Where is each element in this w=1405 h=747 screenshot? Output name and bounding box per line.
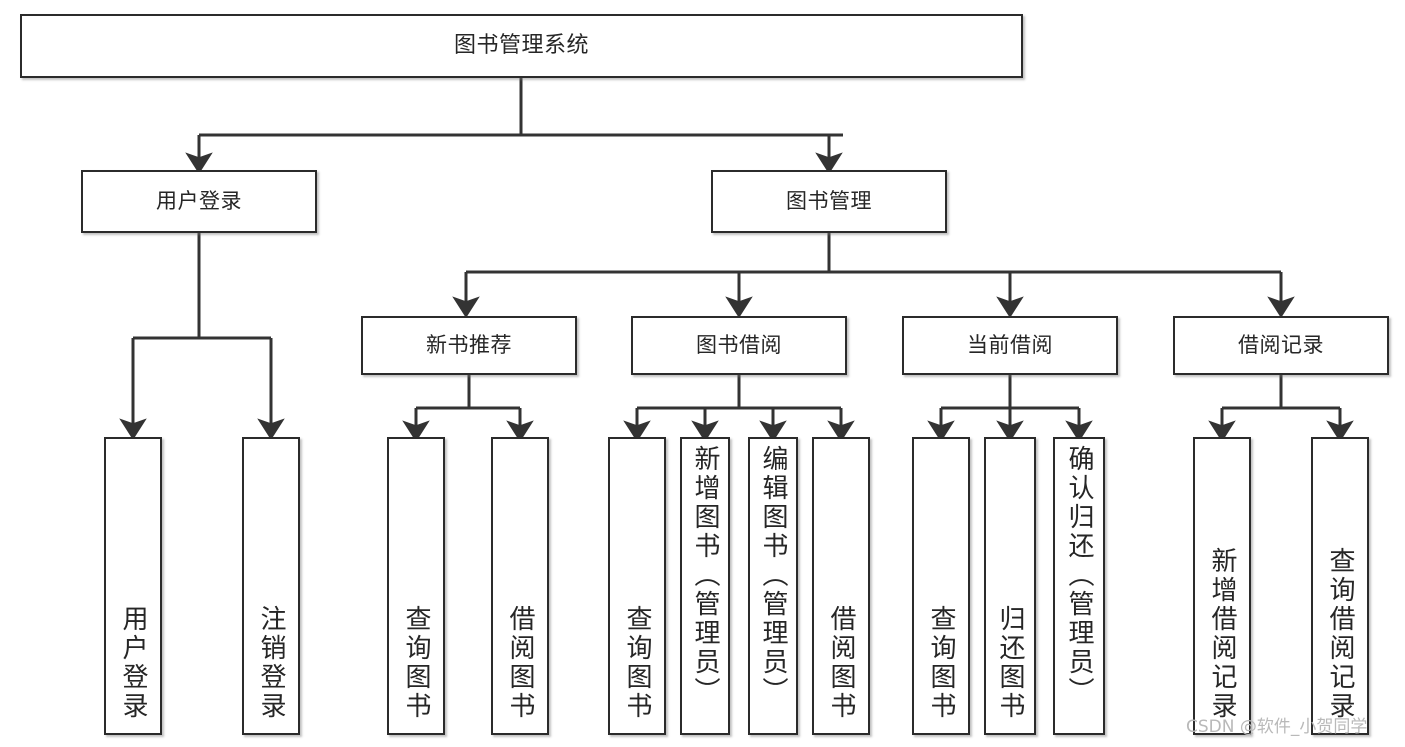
leaf-borrow-book-recommend[interactable]: 借阅图书 bbox=[491, 437, 549, 735]
node-label: 新增借阅记录 bbox=[1207, 547, 1237, 721]
node-label: 确认归还（管理员） bbox=[1064, 445, 1094, 706]
leaf-query-book-current[interactable]: 查询图书 bbox=[912, 437, 970, 735]
node-label: 归还图书 bbox=[995, 605, 1025, 721]
node-label: 图书借阅 bbox=[696, 333, 782, 358]
node-book-borrow[interactable]: 图书借阅 bbox=[631, 316, 847, 375]
leaf-query-book-borrow[interactable]: 查询图书 bbox=[608, 437, 666, 735]
leaf-confirm-return-admin[interactable]: 确认归还（管理员） bbox=[1053, 437, 1105, 735]
leaf-edit-book-admin[interactable]: 编辑图书（管理员） bbox=[748, 437, 798, 735]
leaf-logout[interactable]: 注销登录 bbox=[242, 437, 300, 735]
node-new-book-recommend[interactable]: 新书推荐 bbox=[361, 316, 577, 375]
leaf-user-login[interactable]: 用户登录 bbox=[104, 437, 162, 735]
node-label: 新书推荐 bbox=[426, 333, 512, 358]
leaf-return-book[interactable]: 归还图书 bbox=[984, 437, 1036, 735]
node-label: 新增图书（管理员） bbox=[690, 445, 720, 706]
node-label: 查询图书 bbox=[401, 605, 431, 721]
node-label: 查询图书 bbox=[926, 605, 956, 721]
leaf-borrow-book[interactable]: 借阅图书 bbox=[812, 437, 870, 735]
node-label: 编辑图书（管理员） bbox=[758, 445, 788, 706]
node-book-management[interactable]: 图书管理 bbox=[711, 170, 947, 233]
node-label: 查询借阅记录 bbox=[1325, 547, 1355, 721]
leaf-add-borrow-record[interactable]: 新增借阅记录 bbox=[1193, 437, 1251, 735]
node-label: 注销登录 bbox=[256, 605, 286, 721]
watermark: CSDN @软件_小贺同学 bbox=[1186, 717, 1368, 737]
node-label: 图书管理 bbox=[786, 189, 872, 214]
node-current-borrow[interactable]: 当前借阅 bbox=[902, 316, 1118, 375]
leaf-query-borrow-record[interactable]: 查询借阅记录 bbox=[1311, 437, 1369, 735]
leaf-add-book-admin[interactable]: 新增图书（管理员） bbox=[680, 437, 730, 735]
node-label: 当前借阅 bbox=[967, 333, 1053, 358]
leaf-query-book-recommend[interactable]: 查询图书 bbox=[387, 437, 445, 735]
node-label: 借阅图书 bbox=[505, 605, 535, 721]
node-root-book-management-system[interactable]: 图书管理系统 bbox=[20, 14, 1023, 78]
node-label: 图书管理系统 bbox=[453, 33, 589, 59]
node-label: 用户登录 bbox=[118, 605, 148, 721]
node-label: 用户登录 bbox=[156, 189, 242, 214]
node-label: 借阅记录 bbox=[1238, 333, 1324, 358]
node-label: 借阅图书 bbox=[826, 605, 856, 721]
node-borrow-record[interactable]: 借阅记录 bbox=[1173, 316, 1389, 375]
node-label: 查询图书 bbox=[622, 605, 652, 721]
node-user-login[interactable]: 用户登录 bbox=[81, 170, 317, 233]
